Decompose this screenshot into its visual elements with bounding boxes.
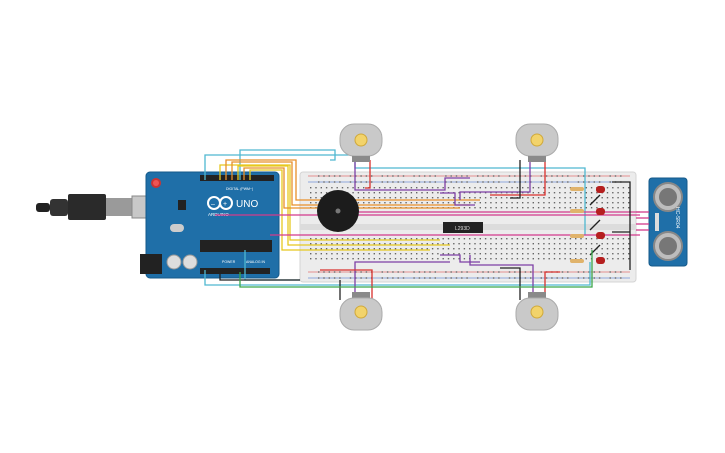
arduino-analog-label: ANALOG IN [246,260,266,264]
led-icon [596,208,605,215]
motor-rear-left [339,292,383,331]
motor-icon [515,292,559,331]
resistor-icon [570,259,584,263]
motor-icon [339,292,383,331]
resistor-icon [570,234,584,238]
buzzer-icon [317,190,359,232]
leds [596,186,605,264]
svg-text:+: + [223,201,227,208]
motor-rear-right [515,292,559,331]
arduino-power-label: POWER [222,260,236,264]
resistor-icon [570,187,584,191]
led-icon [596,186,605,193]
driver-chip-label: L293D [455,226,470,232]
arduino-digital-label: DIGITAL (PWM~) [226,187,253,191]
motor-icon [515,123,559,162]
arduino-uno-board: – + UNO ARDUINO DIGITAL (PWM~) POWER ANA… [140,171,280,279]
motor-icon [339,123,383,162]
motor-front-right [515,123,559,162]
arduino-logo-icon: – + [207,196,233,210]
sensor-label: HC-SR04 [674,207,680,229]
svg-text:–: – [211,201,215,208]
led-icon [596,232,605,239]
ultrasonic-sensor: HC-SR04 [636,177,688,267]
led-icon [596,257,605,264]
arduino-model-label: UNO [236,199,258,210]
usb-cable-icon [36,194,163,220]
motor-driver-chip: L293D [443,222,483,233]
resistors [570,187,584,263]
motor-front-left [339,123,383,162]
resistor-icon [570,209,584,213]
